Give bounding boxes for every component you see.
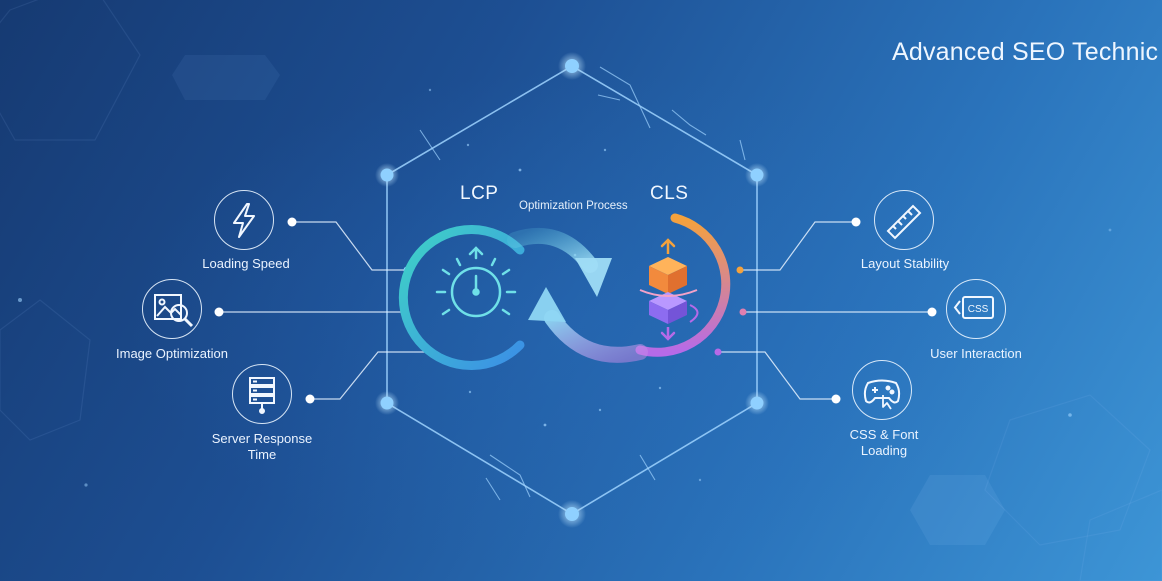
lcp-ring bbox=[398, 225, 525, 370]
lightning-bolt-icon bbox=[233, 203, 255, 238]
server-rack-icon bbox=[249, 377, 275, 414]
server-response-label: Server Response Time bbox=[211, 431, 313, 462]
right-connector-dots bbox=[714, 217, 937, 404]
ruler-icon bbox=[886, 204, 922, 240]
cls-label: CLS bbox=[650, 183, 689, 204]
hexagon-frame bbox=[386, 65, 758, 515]
layout-stability-node bbox=[874, 190, 934, 250]
hexagon-nodes bbox=[375, 52, 769, 528]
image-optimization-node bbox=[142, 279, 202, 339]
css-font-loading-node bbox=[852, 360, 912, 420]
css-file-icon: CSS bbox=[953, 296, 994, 319]
css-font-loading-label: CSS & Font Loading bbox=[849, 427, 919, 458]
server-response-node bbox=[232, 364, 292, 424]
user-interaction-node: CSS bbox=[946, 279, 1006, 339]
gamepad-icon bbox=[863, 379, 901, 410]
cycle-arrow-return bbox=[528, 287, 648, 363]
layout-cubes-icon bbox=[639, 238, 699, 341]
right-connectors bbox=[718, 221, 932, 400]
layout-stability-label: Layout Stability bbox=[860, 256, 950, 271]
css-icon-text: CSS bbox=[968, 304, 989, 315]
user-interaction-label: User Interaction bbox=[930, 346, 1022, 361]
background-particles bbox=[18, 88, 1112, 487]
left-connectors bbox=[219, 221, 430, 400]
circuit-traces bbox=[419, 66, 746, 501]
image-search-icon bbox=[154, 294, 194, 328]
cycle-arrow-forward bbox=[507, 227, 612, 297]
stopwatch-icon bbox=[435, 246, 517, 318]
page-title: Advanced SEO Technic bbox=[892, 38, 1159, 66]
optimization-process-label: Optimization Process bbox=[519, 200, 628, 212]
image-optimization-label: Image Optimization bbox=[116, 346, 228, 361]
cls-ring bbox=[635, 213, 731, 357]
loading-speed-label: Loading Speed bbox=[202, 256, 290, 271]
lcp-label: LCP bbox=[460, 183, 499, 204]
loading-speed-node bbox=[214, 190, 274, 250]
